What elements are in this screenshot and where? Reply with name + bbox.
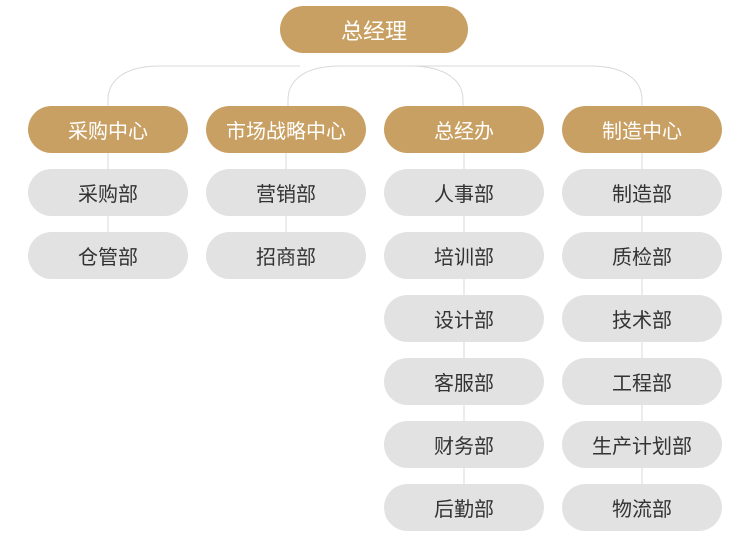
sub-node-marketing: 营销部 (206, 169, 366, 216)
dept-node-general-office: 总经办 (384, 106, 544, 153)
dept-node-marketing-strategy-center: 市场战略中心 (206, 106, 366, 153)
dept-node-manufacturing-center: 制造中心 (562, 106, 722, 153)
sub-node-hr: 人事部 (384, 169, 544, 216)
sub-node-design: 设计部 (384, 295, 544, 342)
sub-node-quality-inspection: 质检部 (562, 232, 722, 279)
sub-node-investment: 招商部 (206, 232, 366, 279)
sub-node-production-planning: 生产计划部 (562, 421, 722, 468)
sub-node-customer-service: 客服部 (384, 358, 544, 405)
sub-node-technology: 技术部 (562, 295, 722, 342)
sub-node-engineering: 工程部 (562, 358, 722, 405)
sub-node-purchasing: 采购部 (28, 169, 188, 216)
connector-root-to-dept-1 (107, 65, 300, 106)
sub-node-training: 培训部 (384, 232, 544, 279)
root-node-general-manager: 总经理 (280, 6, 468, 53)
sub-node-logistics: 物流部 (562, 484, 722, 531)
connector-root-to-dept-2-3 (287, 65, 464, 106)
sub-node-finance: 财务部 (384, 421, 544, 468)
sub-node-warehouse: 仓管部 (28, 232, 188, 279)
sub-node-manufacturing: 制造部 (562, 169, 722, 216)
sub-node-logistics-support: 后勤部 (384, 484, 544, 531)
dept-node-procurement-center: 采购中心 (28, 106, 188, 153)
connector-root-to-dept-4 (400, 65, 643, 106)
